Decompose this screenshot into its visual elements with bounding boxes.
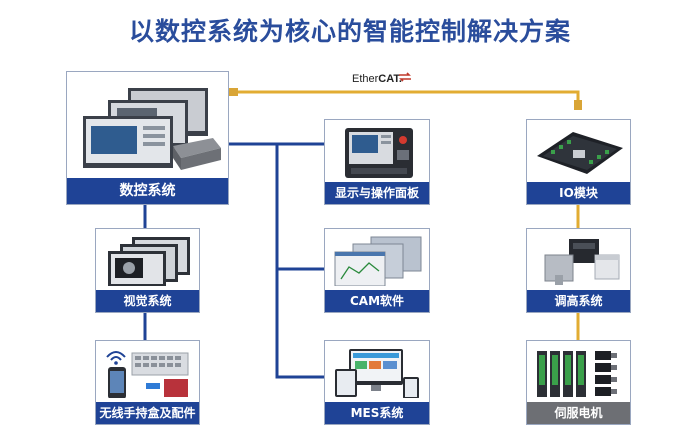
vision-system-node[interactable]: 视觉系统	[95, 228, 200, 313]
wireless-handheld-image	[102, 347, 193, 398]
vision-system-label: 视觉系统	[96, 290, 199, 312]
vision-system-image	[102, 235, 193, 286]
wifi-icon	[106, 351, 126, 358]
height-control-node[interactable]: 调高系统	[526, 228, 631, 313]
page-title: 以数控系统为核心的智能控制解决方案	[128, 17, 571, 46]
mes-system-label: MES系统	[325, 402, 429, 424]
display-panel-label: 显示与操作面板	[325, 182, 429, 204]
servo-motor-label: 伺服电机	[527, 402, 630, 424]
cnc-system-node[interactable]: 数控系统	[66, 71, 229, 205]
height-control-image	[533, 235, 624, 286]
servo-motor-node[interactable]: 伺服电机	[526, 340, 631, 425]
cam-software-node[interactable]: CAM软件	[324, 228, 430, 313]
cam-software-label: CAM软件	[325, 290, 429, 312]
io-module-image	[533, 126, 624, 178]
servo-motor-image	[533, 347, 624, 398]
display-panel-image	[331, 126, 423, 178]
display-panel-node[interactable]: 显示与操作面板	[324, 119, 430, 205]
ethercat-bus-line	[236, 90, 580, 102]
cam-software-image	[331, 235, 423, 286]
ethercat-plug-left	[229, 88, 238, 96]
ethercat-prefix: Ether	[352, 73, 379, 85]
usb-dongle-icon	[146, 383, 160, 389]
cnc-system-label: 数控系统	[67, 178, 228, 204]
ethercat-plug-right	[574, 100, 582, 110]
ethercat-arrows-icon	[398, 72, 412, 82]
mes-system-node[interactable]: MES系统	[324, 340, 430, 425]
ethercat-suffix: CAT.	[378, 73, 402, 85]
io-module-label: IO模块	[527, 182, 630, 204]
wireless-handheld-node[interactable]: 无线手持盒及配件	[95, 340, 200, 425]
link-cnc-mes	[229, 142, 324, 379]
height-control-label: 调高系统	[527, 290, 630, 312]
wireless-handheld-label: 无线手持盒及配件	[96, 402, 199, 424]
ethercat-logo: EtherCAT.	[352, 73, 402, 85]
cnc-system-image	[73, 78, 222, 174]
io-module-node[interactable]: IO模块	[526, 119, 631, 205]
mes-system-image	[331, 347, 423, 398]
